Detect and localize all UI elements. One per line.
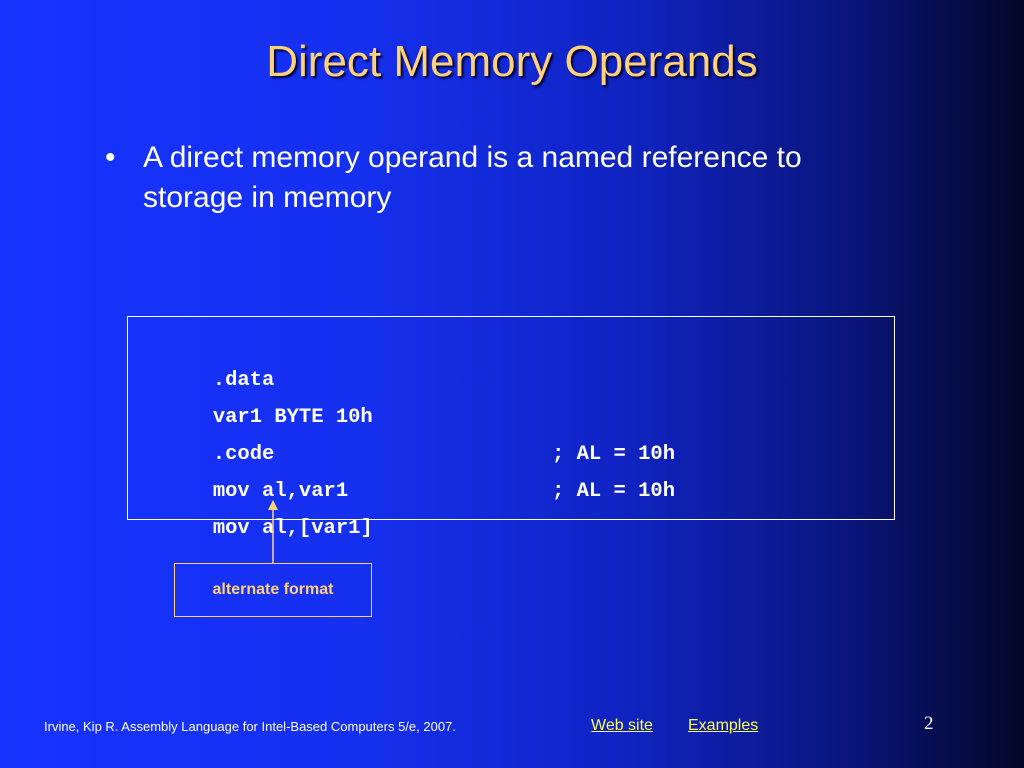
bullet-item: • A direct memory operand is a named ref…: [105, 138, 935, 218]
callout-label: alternate format: [212, 581, 334, 598]
code-line: .data: [139, 325, 894, 392]
bullet-marker: •: [105, 141, 116, 174]
page-number: 2: [924, 713, 934, 734]
code-comment: ; AL = 10h: [552, 480, 676, 503]
code-line: .code: [139, 399, 894, 466]
slide-title: Direct Memory Operands: [266, 37, 758, 86]
code-text: mov al,var1: [212, 480, 349, 503]
examples-link[interactable]: Examples: [688, 717, 759, 734]
bullet-list: • A direct memory operand is a named ref…: [105, 138, 935, 218]
code-text: .code: [212, 443, 275, 466]
code-box: .data var1 BYTE 10h .code mov al,var1 ; …: [127, 316, 895, 540]
callout-box: alternate format: [174, 563, 372, 617]
code-text: var1 BYTE 10h: [212, 406, 373, 429]
web-site-link[interactable]: Web site: [591, 717, 653, 734]
code-text: mov al,[var1]: [212, 517, 373, 540]
footer-citation: Irvine, Kip R. Assembly Language for Int…: [44, 719, 456, 734]
bullet-line: storage in memory: [143, 181, 392, 214]
code-line: mov al,[var1] ; AL = 10h: [139, 473, 894, 540]
code-comment: ; AL = 10h: [552, 443, 676, 466]
code-line: var1 BYTE 10h: [139, 362, 894, 429]
bullet-line: A direct memory operand is a named refer…: [143, 141, 802, 174]
bullet-text: A direct memory operand is a named refer…: [143, 138, 802, 218]
code-line: mov al,var1 ; AL = 10h: [139, 436, 894, 503]
callout-arrow-icon: [268, 500, 278, 564]
code-text: .data: [212, 369, 275, 392]
